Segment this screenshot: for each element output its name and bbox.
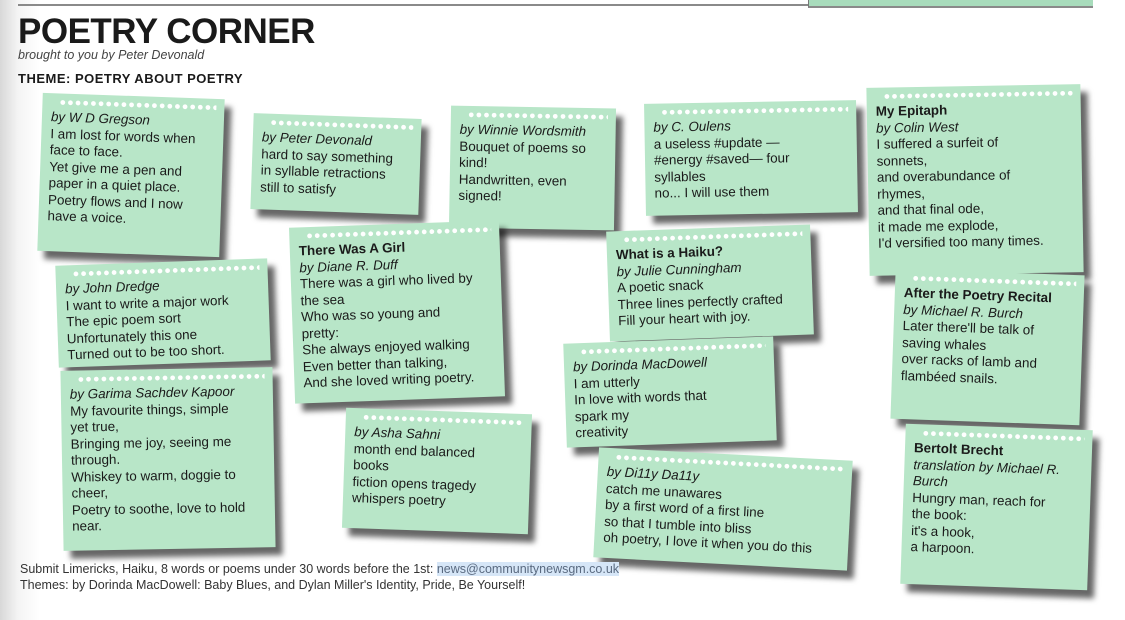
submit-text: Submit Limericks, Haiku, 8 words or poem… [20, 562, 437, 576]
poem-note: ●●●●●●●●●●●●●●●●●●●●●●●●●●●●●●My Epitaph… [866, 84, 1084, 276]
poem-note: ●●●●●●●●●●●●●●●●●●●●●●●●●●●●●●by Winnie … [448, 105, 617, 231]
poem-note: ●●●●●●●●●●●●●●●●●●●●●●●●●●●●●●Bertolt Br… [900, 423, 1093, 591]
poem-note: ●●●●●●●●●●●●●●●●●●●●●●●●●●●●●●by Dorinda… [563, 336, 777, 448]
email-link[interactable]: news@communitynewsgm.co.uk [436, 562, 620, 576]
submit-line: Submit Limericks, Haiku, 8 words or poem… [20, 562, 620, 576]
subtitle: brought to you by Peter Devonald [18, 48, 205, 62]
poem-note: ●●●●●●●●●●●●●●●●●●●●●●●●●●●●●●by C. Oule… [644, 100, 858, 216]
top-green-band [808, 0, 1093, 8]
poem-note: ●●●●●●●●●●●●●●●●●●●●●●●●●●●●●●There Was … [288, 220, 506, 404]
poem-note: ●●●●●●●●●●●●●●●●●●●●●●●●●●●●●●by Di11y D… [593, 447, 853, 571]
poem-note: ●●●●●●●●●●●●●●●●●●●●●●●●●●●●●●What is a … [606, 224, 814, 342]
poem-note: ●●●●●●●●●●●●●●●●●●●●●●●●●●●●●●by John Dr… [55, 258, 271, 368]
poem-line: near. [72, 518, 103, 534]
poem-note: ●●●●●●●●●●●●●●●●●●●●●●●●●●●●●●by W D Gre… [37, 92, 225, 258]
page-title: POETRY CORNER [18, 12, 315, 51]
poem-note: ●●●●●●●●●●●●●●●●●●●●●●●●●●●●●●by Asha Sa… [341, 407, 533, 535]
poem-note: ●●●●●●●●●●●●●●●●●●●●●●●●●●●●●●by Peter D… [250, 113, 422, 215]
top-rule [18, 4, 808, 6]
poem-line: Poetry to soothe, love to hold [71, 499, 246, 518]
poem-line: signed! [458, 187, 502, 204]
poem-line: no... I will use them [654, 183, 770, 201]
theme-heading: THEME: POETRY ABOUT POETRY [18, 71, 244, 86]
poem-line: I'd versified too many times. [877, 232, 1044, 251]
perforation-dots: ●●●●●●●●●●●●●●●●●●●●●●●●●●●●●● [467, 110, 608, 123]
poem-line: kind! [458, 154, 488, 171]
poem-byline: translation by Michael R. Burch [912, 456, 1061, 490]
perforation-dots: ●●●●●●●●●●●●●●●●●●●●●●●●●●●●●● [77, 372, 265, 385]
perforation-dots: ●●●●●●●●●●●●●●●●●●●●●●●●●●●●●● [661, 105, 849, 118]
poem-byline: by Winnie Wordsmith [459, 121, 587, 139]
themes-line: Themes: by Dorinda MacDowell: Baby Blues… [20, 578, 526, 592]
poem-note: ●●●●●●●●●●●●●●●●●●●●●●●●●●●●●●by Garima … [60, 367, 276, 551]
perforation-dots: ●●●●●●●●●●●●●●●●●●●●●●●●●●●●●● [883, 89, 1073, 102]
poem-note: ●●●●●●●●●●●●●●●●●●●●●●●●●●●●●●After the … [890, 268, 1085, 426]
